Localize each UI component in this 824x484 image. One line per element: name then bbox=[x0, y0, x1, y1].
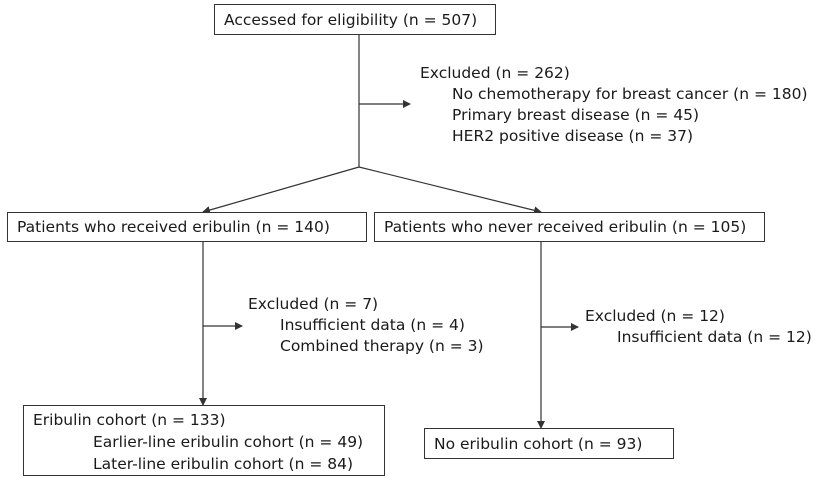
excluded-left-title: Excluded (n = 7) bbox=[248, 295, 379, 313]
eribulin-subcohort: Earlier-line eribulin cohort (n = 49) bbox=[93, 433, 364, 451]
excluded-top-block: Excluded (n = 262) No chemotherapy for b… bbox=[420, 63, 808, 147]
excluded-top-title: Excluded (n = 262) bbox=[420, 64, 570, 82]
received-eribulin-label: Patients who received eribulin (n = 140) bbox=[17, 218, 330, 236]
excluded-top-item: No chemotherapy for breast cancer (n = 1… bbox=[452, 85, 808, 103]
excluded-top-item: HER2 positive disease (n = 37) bbox=[452, 127, 694, 145]
eribulin-cohort-title: Eribulin cohort (n = 133) bbox=[33, 411, 226, 429]
never-received-eribulin-box: Patients who never received eribulin (n … bbox=[374, 212, 765, 242]
eribulin-cohort-box: Eribulin cohort (n = 133) Earlier-line e… bbox=[23, 405, 385, 476]
no-eribulin-cohort-label: No eribulin cohort (n = 93) bbox=[434, 434, 643, 453]
excluded-left-block: Excluded (n = 7) Insufficient data (n = … bbox=[248, 294, 484, 357]
received-eribulin-box: Patients who received eribulin (n = 140) bbox=[7, 212, 367, 242]
eligibility-box: Accessed for eligibility (n = 507) bbox=[214, 4, 496, 35]
excluded-top-item: Primary breast disease (n = 45) bbox=[452, 106, 700, 124]
never-received-eribulin-label: Patients who never received eribulin (n … bbox=[384, 218, 747, 236]
eligibility-label: Accessed for eligibility (n = 507) bbox=[224, 10, 478, 29]
no-eribulin-cohort-box: No eribulin cohort (n = 93) bbox=[424, 428, 674, 459]
split-arrow-right bbox=[358, 166, 542, 215]
excluded-right-title: Excluded (n = 12) bbox=[585, 307, 725, 325]
eribulin-subcohort: Later-line eribulin cohort (n = 84) bbox=[93, 455, 354, 473]
excluded-right-block: Excluded (n = 12) Insufficient data (n =… bbox=[585, 306, 812, 348]
split-arrow-left bbox=[202, 166, 360, 214]
excluded-right-item: Insufficient data (n = 12) bbox=[617, 328, 812, 346]
excluded-left-item: Combined therapy (n = 3) bbox=[280, 337, 484, 355]
excluded-left-item: Insufficient data (n = 4) bbox=[280, 316, 465, 334]
